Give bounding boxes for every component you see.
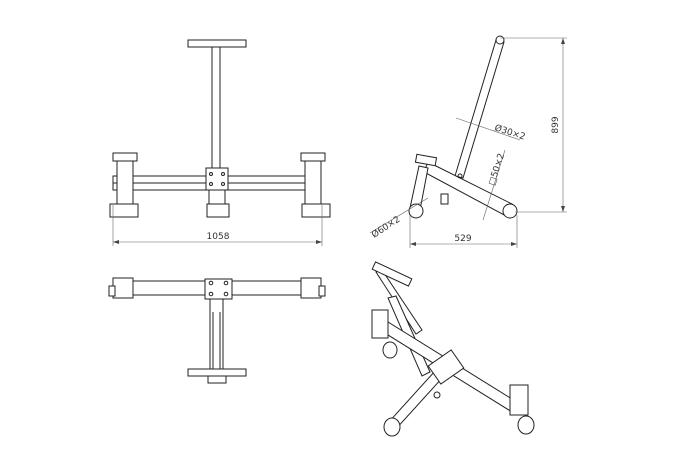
label-handle-tube: Ø30×2 (493, 122, 527, 142)
dimension-depth: 529 (454, 234, 471, 244)
label-frame-tube: □50×2 (487, 152, 507, 187)
side-view: 899 529 Ø30×2 □50×2 Ø60×2 (370, 35, 567, 248)
front-view: 1058 (109, 39, 331, 246)
dimension-width: 1058 (207, 232, 230, 242)
dimension-height: 899 (551, 116, 561, 133)
label-roller-tube: Ø60×2 (370, 214, 403, 241)
isometric-view (371, 261, 535, 437)
top-view (108, 277, 326, 384)
